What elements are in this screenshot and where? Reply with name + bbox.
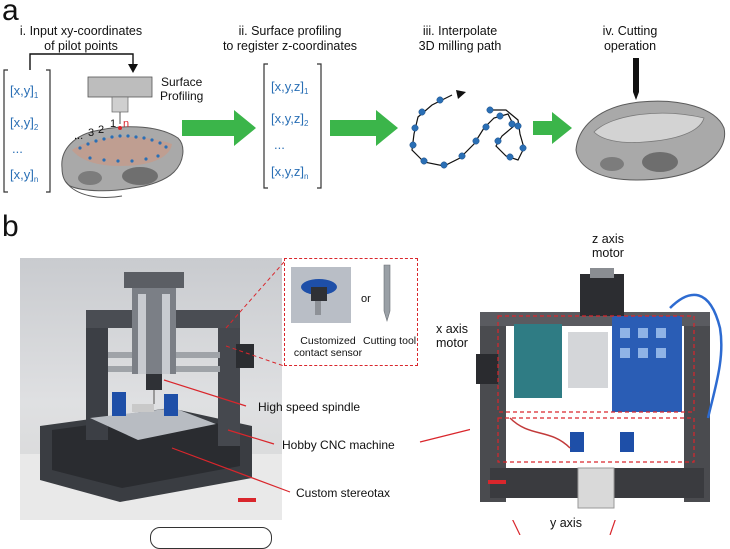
- panel-a-letter: a: [2, 0, 19, 27]
- xy-bracket-right: [46, 69, 51, 193]
- pilot-point-dots: [78, 134, 168, 163]
- step-4-heading: iv. Cutting operation: [585, 24, 675, 54]
- path-control-points: [409, 96, 527, 169]
- step-4-line-1: iv. Cutting: [602, 24, 658, 38]
- y-axis-label: y axis: [550, 516, 582, 530]
- xy-item-n: [x,y]n: [10, 167, 39, 184]
- inset-zoom-line-bottom: [225, 345, 285, 367]
- step-3-line-1: iii. Interpolate: [422, 24, 498, 38]
- input-pointer-line: [29, 53, 134, 70]
- bottom-box-fragment: [150, 527, 272, 549]
- panel-a-graphics: [3, 53, 726, 198]
- surface-profiling-label: Surface Profiling: [160, 75, 204, 103]
- xyz-item-2: [x,y,z]2: [271, 111, 309, 128]
- inset-sensor-label: Customized contact sensor: [293, 335, 363, 359]
- xyz-item-1: [x,y,z]1: [271, 79, 309, 96]
- step-2-line-2: to register z-coordinates: [222, 39, 358, 53]
- pilot-number-2: 2: [98, 124, 105, 136]
- pilot-number-3: 3: [88, 127, 95, 139]
- xyz-bracket-right: [317, 63, 322, 189]
- pilot-number-n: n: [123, 118, 130, 130]
- cnc-machine-drawing: [20, 272, 282, 520]
- right-photo-callout: [419, 427, 477, 443]
- active-pilot-point: [118, 126, 122, 130]
- cnc-label: Hobby CNC machine: [282, 438, 395, 452]
- step-2-line-1: ii. Surface profiling: [238, 24, 342, 38]
- stereotax-callout: [171, 447, 291, 493]
- inset-box: or Customized contact sensor Cutting too…: [284, 258, 418, 366]
- skull-2: [575, 100, 726, 181]
- x-axis-motor-label: x axis motor: [436, 322, 468, 350]
- green-arrow-2: [330, 110, 398, 146]
- stereotax-label: Custom stereotax: [296, 486, 391, 500]
- input-pointer-arrowhead: [128, 64, 138, 73]
- pilot-number-1: 1: [110, 118, 117, 130]
- xy-bracket-left: [3, 69, 8, 193]
- cnc-machine-photo: [20, 258, 282, 520]
- green-arrow-1: [182, 110, 256, 146]
- cutting-tool: [633, 58, 639, 100]
- milling-path-arrowhead: [456, 90, 466, 99]
- inset-or-label: or: [361, 293, 371, 305]
- xyz-bracket-left: [263, 63, 268, 189]
- xy-item-1: [x,y]1: [10, 83, 39, 100]
- xyz-dots: ...: [274, 137, 285, 152]
- step-1-line-2: of pilot points: [44, 39, 118, 53]
- panel-b-letter: b: [2, 210, 19, 243]
- step-3-line-2: 3D milling path: [418, 39, 502, 53]
- inset-tool-label: Cutting tool: [363, 335, 417, 347]
- step-2-heading: ii. Surface profiling to register z-coor…: [215, 24, 365, 54]
- spindle-callout: [163, 379, 247, 407]
- electronics-drawing: [476, 268, 723, 509]
- step-4-line-2: operation: [603, 39, 657, 53]
- xy-item-2: [x,y]2: [10, 115, 39, 132]
- inset-drawing: [291, 264, 391, 323]
- step-3-heading: iii. Interpolate 3D milling path: [405, 24, 515, 54]
- xy-dots: ...: [12, 141, 23, 156]
- green-arrow-3: [533, 112, 572, 144]
- step-1-heading: i. Input xy-coordinates of pilot points: [6, 24, 156, 54]
- step-1-line-1: i. Input xy-coordinates: [19, 24, 143, 38]
- z-axis-motor-label: z axis motor: [592, 232, 624, 260]
- electronics-photo: [470, 268, 728, 520]
- spindle-label: High speed spindle: [258, 400, 361, 414]
- pilot-number-dots: ...: [74, 130, 84, 142]
- cnc-callout: [227, 429, 275, 445]
- xyz-item-n: [x,y,z]n: [271, 164, 309, 181]
- inset-zoom-line-top: [225, 261, 285, 329]
